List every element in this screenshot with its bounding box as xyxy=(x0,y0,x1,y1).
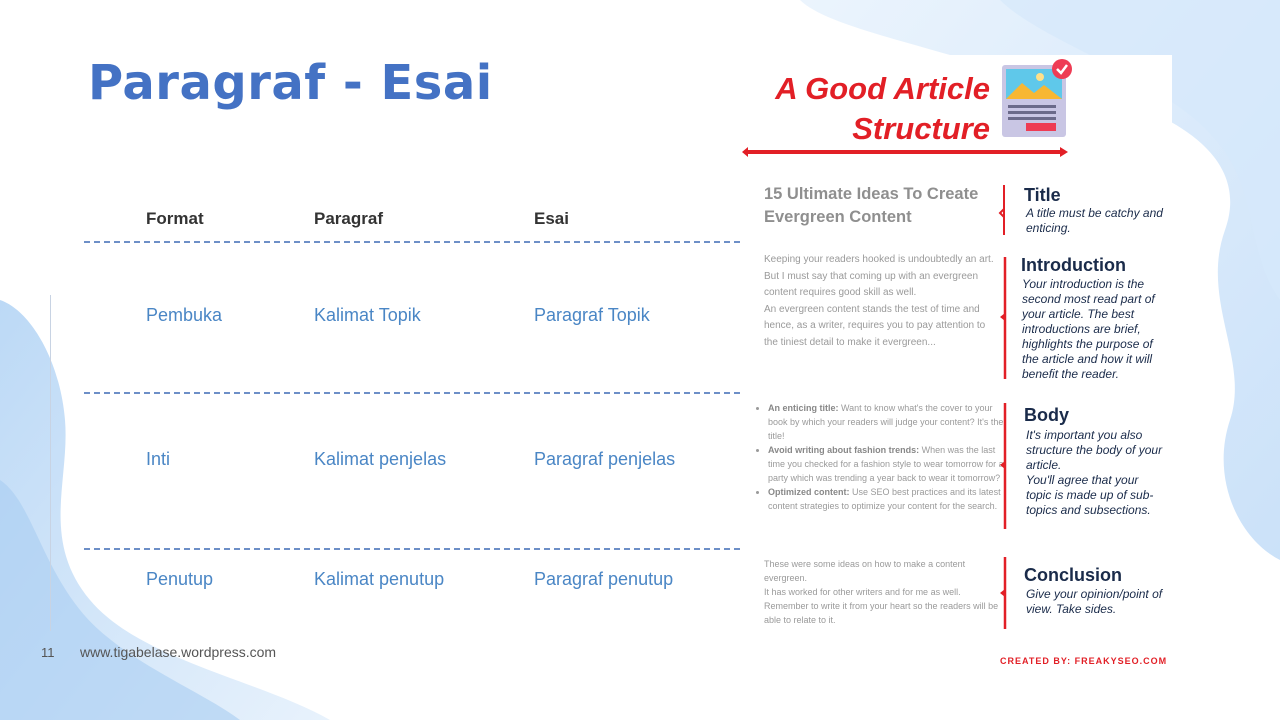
table-cell-paragraf: Kalimat penjelas xyxy=(314,449,447,469)
section-description-conclusion: Give your opinion/point of view. Take si… xyxy=(1026,587,1163,616)
table-cell-format: Pembuka xyxy=(146,305,223,325)
infographic-title: A Good Article Structure xyxy=(775,69,990,149)
row-divider xyxy=(84,548,1170,550)
title-bracket xyxy=(998,185,1005,235)
column-header-paragraf: Paragraf xyxy=(314,209,383,228)
infographic-credit: CREATED BY: FREAKYSEO.COM xyxy=(1000,656,1168,666)
sample-article-title: 15 Ultimate Ideas To Create Evergreen Co… xyxy=(764,185,979,226)
table-cell-paragraf: Kalimat penutup xyxy=(314,569,445,589)
row-divider xyxy=(84,392,1170,394)
bullet-bold-label: Avoid writing about fashion trends: xyxy=(768,445,920,455)
bullet-bold-label: Optimized content: xyxy=(768,487,850,497)
section-heading-title: Title xyxy=(1024,185,1061,205)
table-cell-format: Penutup xyxy=(146,569,214,589)
infographic-title-line1: A Good Article xyxy=(775,71,990,106)
section-heading-body: Body xyxy=(1024,405,1069,425)
slide-title: Paragraf - Esai xyxy=(88,55,493,111)
body-bracket xyxy=(1000,403,1007,529)
section-description-body: It's important you also structure the bo… xyxy=(1026,428,1163,517)
sample-introduction-text: Keeping your readers hooked is undoubted… xyxy=(764,254,994,348)
list-item: Optimized content: Use SEO best practice… xyxy=(768,485,1008,513)
table-cell-esai: Paragraf penjelas xyxy=(534,449,676,469)
table-cell-format: Inti xyxy=(146,449,171,469)
list-item: Avoid writing about fashion trends: When… xyxy=(768,443,1008,485)
infographic-title-line2: Structure xyxy=(852,111,990,146)
section-heading-introduction: Introduction xyxy=(1021,255,1126,275)
section-description-introduction: Your introduction is the second most rea… xyxy=(1022,277,1155,381)
table-cell-paragraf: Kalimat Topik xyxy=(314,305,421,325)
article-image-icon xyxy=(1002,59,1072,137)
table-cell-esai: Paragraf Topik xyxy=(534,305,650,325)
background-wave-top-right-inner xyxy=(1000,0,1280,300)
table-cell-esai: Paragraf penutup xyxy=(534,569,674,589)
list-item: An enticing title: Want to know what's t… xyxy=(768,401,1008,443)
sample-conclusion-text: These were some ideas on how to make a c… xyxy=(764,559,999,625)
bullet-text: Want to know what's the cover to your bo… xyxy=(768,403,1004,441)
bullet-text: When was the last time you checked for a… xyxy=(768,445,1004,483)
introduction-bracket xyxy=(1000,257,1007,379)
column-header-format: Format xyxy=(146,209,204,228)
sample-body-list: An enticing title: Want to know what's t… xyxy=(758,401,1008,513)
vertical-accent-line xyxy=(50,295,51,631)
conclusion-bracket xyxy=(1000,557,1007,629)
bullet-text: Use SEO best practices and its latest co… xyxy=(768,487,1001,511)
section-heading-conclusion: Conclusion xyxy=(1024,565,1122,585)
row-divider xyxy=(84,241,1170,243)
footer-url: www.tigabelase.wordpress.com xyxy=(80,644,277,660)
column-header-esai: Esai xyxy=(534,209,569,228)
title-underline-arrow xyxy=(742,147,1068,157)
bullet-bold-label: An enticing title: xyxy=(768,403,839,413)
page-number: 11 xyxy=(41,645,55,660)
section-description-title: A title must be catchy and enticing. xyxy=(1026,206,1163,235)
background-wave-bottom-left-inner xyxy=(0,480,240,720)
article-structure-infographic: A Good Article Structure 15 Ultimate Ide… xyxy=(740,55,1172,675)
